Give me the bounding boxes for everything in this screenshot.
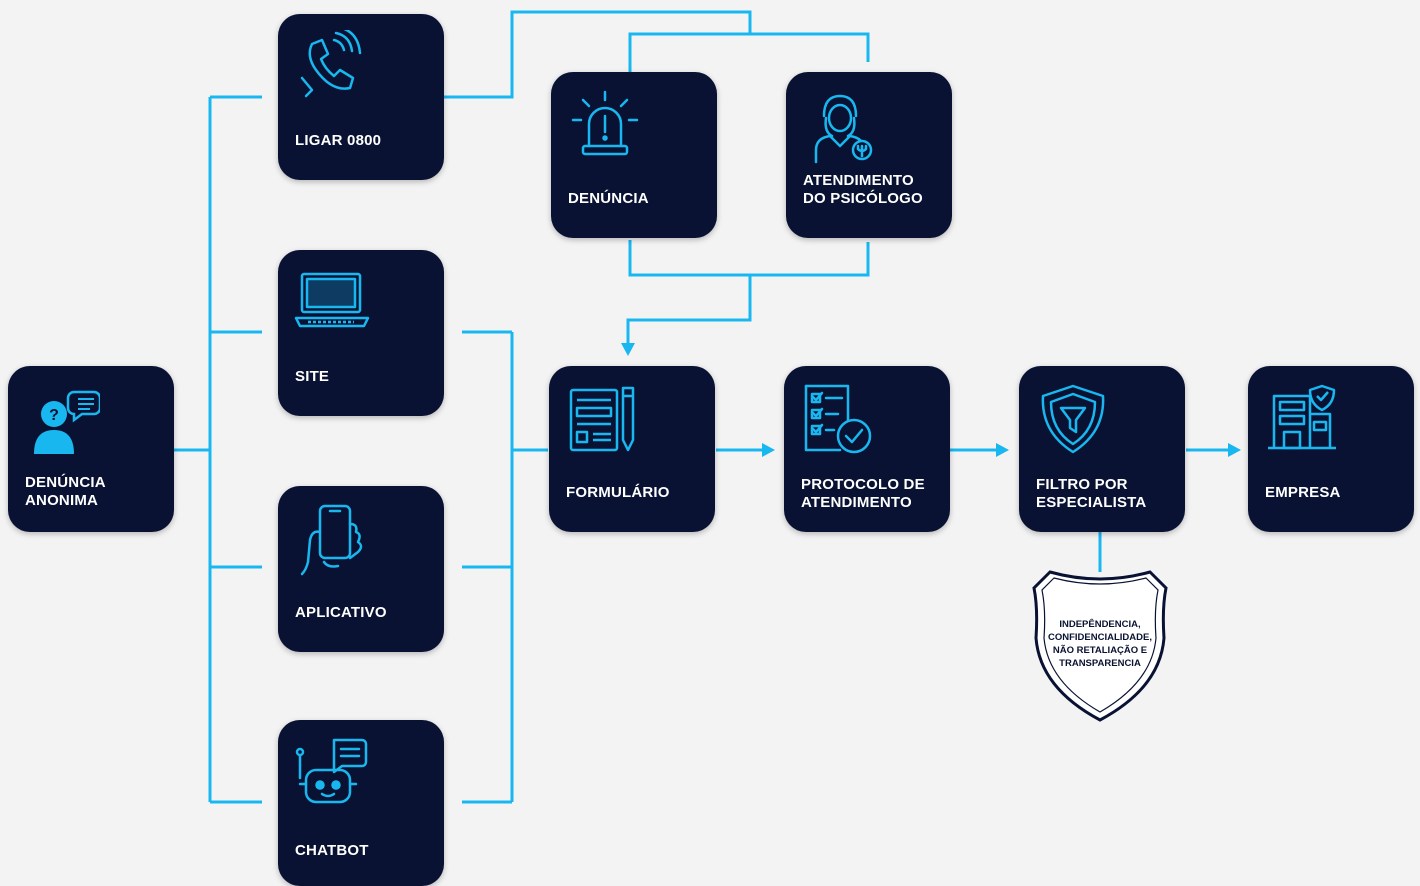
node-label-line: ESPECIALISTA: [1036, 494, 1147, 511]
robot-icon: [295, 738, 368, 804]
svg-text:?: ?: [49, 407, 59, 424]
node-empresa: EMPRESA: [1248, 366, 1414, 532]
principles-text: INDEPÊNDENCIA, CONFIDENCIALIDADE, NÃO RE…: [1042, 618, 1158, 670]
node-label-line: DENÚNCIA: [568, 190, 649, 207]
psychologist-icon: [814, 94, 873, 164]
node-label-line: FILTRO POR: [1036, 476, 1128, 493]
node-label: DENÚNCIA ANONIMA: [25, 474, 166, 510]
principles-line: INDEPÊNDENCIA,: [1059, 619, 1141, 630]
node-label: PROTOCOLO DE ATENDIMENTO: [801, 476, 942, 512]
node-ligar-0800: LIGAR 0800: [278, 14, 444, 180]
node-denuncia: DENÚNCIA: [551, 72, 717, 238]
node-label-line: LIGAR 0800: [295, 132, 382, 149]
anonymous-person-icon: ?: [34, 390, 100, 454]
node-formulario: FORMULÁRIO: [549, 366, 715, 532]
node-label-line: ANONIMA: [25, 492, 99, 509]
node-label-line: SITE: [295, 368, 330, 385]
node-chatbot: CHATBOT: [278, 720, 444, 886]
laptop-icon: [294, 272, 370, 328]
node-label: FORMULÁRIO: [566, 484, 707, 502]
shield-outline-icon: [1032, 570, 1168, 722]
node-label: CHATBOT: [295, 842, 436, 860]
node-label-line: CHATBOT: [295, 842, 369, 859]
building-icon: [1268, 384, 1336, 450]
node-label: ATENDIMENTO DO PSICÓLOGO: [803, 172, 944, 208]
principles-shield: INDEPÊNDENCIA, CONFIDENCIALIDADE, NÃO RE…: [1030, 568, 1170, 728]
node-label-line: APLICATIVO: [295, 604, 387, 621]
node-label-line: PROTOCOLO DE: [801, 476, 925, 493]
alarm-siren-icon: [571, 90, 639, 156]
smartphone-icon: [300, 504, 363, 576]
node-label-line: ATENDIMENTO: [801, 494, 912, 511]
node-label-line: FORMULÁRIO: [566, 484, 670, 501]
node-filtro-especialista: FILTRO POR ESPECIALISTA: [1019, 366, 1185, 532]
node-label-line: DO PSICÓLOGO: [803, 190, 923, 207]
principles-line: TRANSPARENCIA: [1059, 658, 1141, 669]
phone-call-icon: [300, 30, 362, 98]
filter-shield-icon: [1041, 384, 1105, 454]
node-label-line: DENÚNCIA: [25, 474, 106, 491]
node-site: SITE: [278, 250, 444, 416]
node-label: APLICATIVO: [295, 604, 436, 622]
node-label: SITE: [295, 368, 436, 386]
node-label: EMPRESA: [1265, 484, 1406, 502]
node-label-line: ATENDIMENTO: [803, 172, 914, 189]
node-label: DENÚNCIA: [568, 190, 709, 208]
principles-line: CONFIDENCIALIDADE,: [1048, 632, 1152, 643]
node-label-line: EMPRESA: [1265, 484, 1341, 501]
form-icon: [569, 386, 635, 452]
node-atendimento-psicologo: ATENDIMENTO DO PSICÓLOGO: [786, 72, 952, 238]
node-protocolo-atendimento: PROTOCOLO DE ATENDIMENTO: [784, 366, 950, 532]
checklist-icon: [804, 384, 872, 454]
node-denuncia-anonima: ? DENÚNCIA ANONIMA: [8, 366, 174, 532]
node-label: FILTRO POR ESPECIALISTA: [1036, 476, 1177, 512]
node-label: LIGAR 0800: [295, 132, 436, 150]
principles-line: NÃO RETALIAÇÃO E: [1052, 645, 1148, 656]
node-aplicativo: APLICATIVO: [278, 486, 444, 652]
